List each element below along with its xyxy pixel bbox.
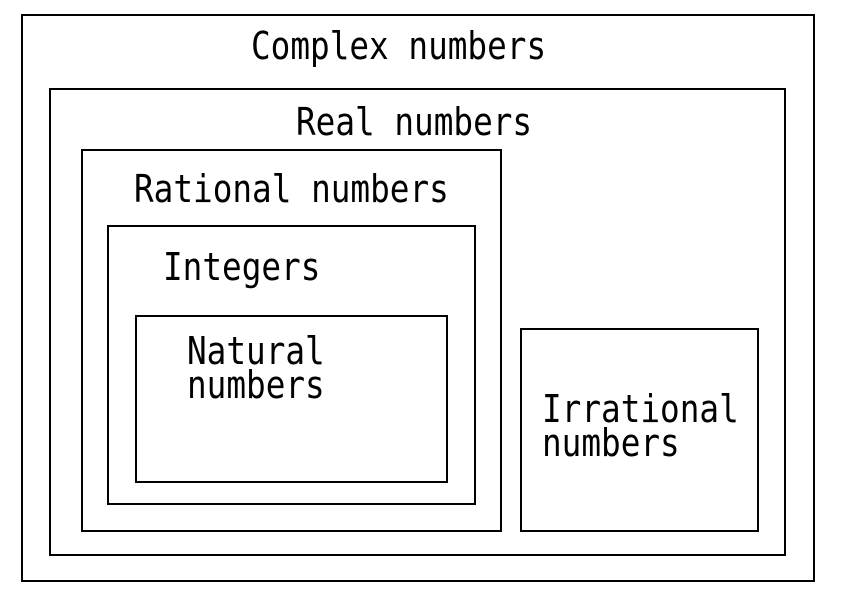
irrational-numbers-label: Irrational numbers bbox=[542, 387, 739, 465]
natural-numbers-label: Natural numbers bbox=[187, 329, 325, 407]
natural-numbers-box bbox=[135, 315, 448, 483]
complex-numbers-box bbox=[21, 14, 815, 582]
irrational-numbers-box bbox=[520, 328, 759, 532]
complex-numbers-label: Complex numbers bbox=[251, 24, 547, 68]
integers-box bbox=[107, 225, 476, 505]
real-numbers-box bbox=[49, 88, 786, 556]
integers-label: Integers bbox=[163, 245, 321, 289]
rational-numbers-box bbox=[81, 149, 502, 532]
real-numbers-label: Real numbers bbox=[296, 100, 533, 144]
rational-numbers-label: Rational numbers bbox=[134, 167, 449, 211]
